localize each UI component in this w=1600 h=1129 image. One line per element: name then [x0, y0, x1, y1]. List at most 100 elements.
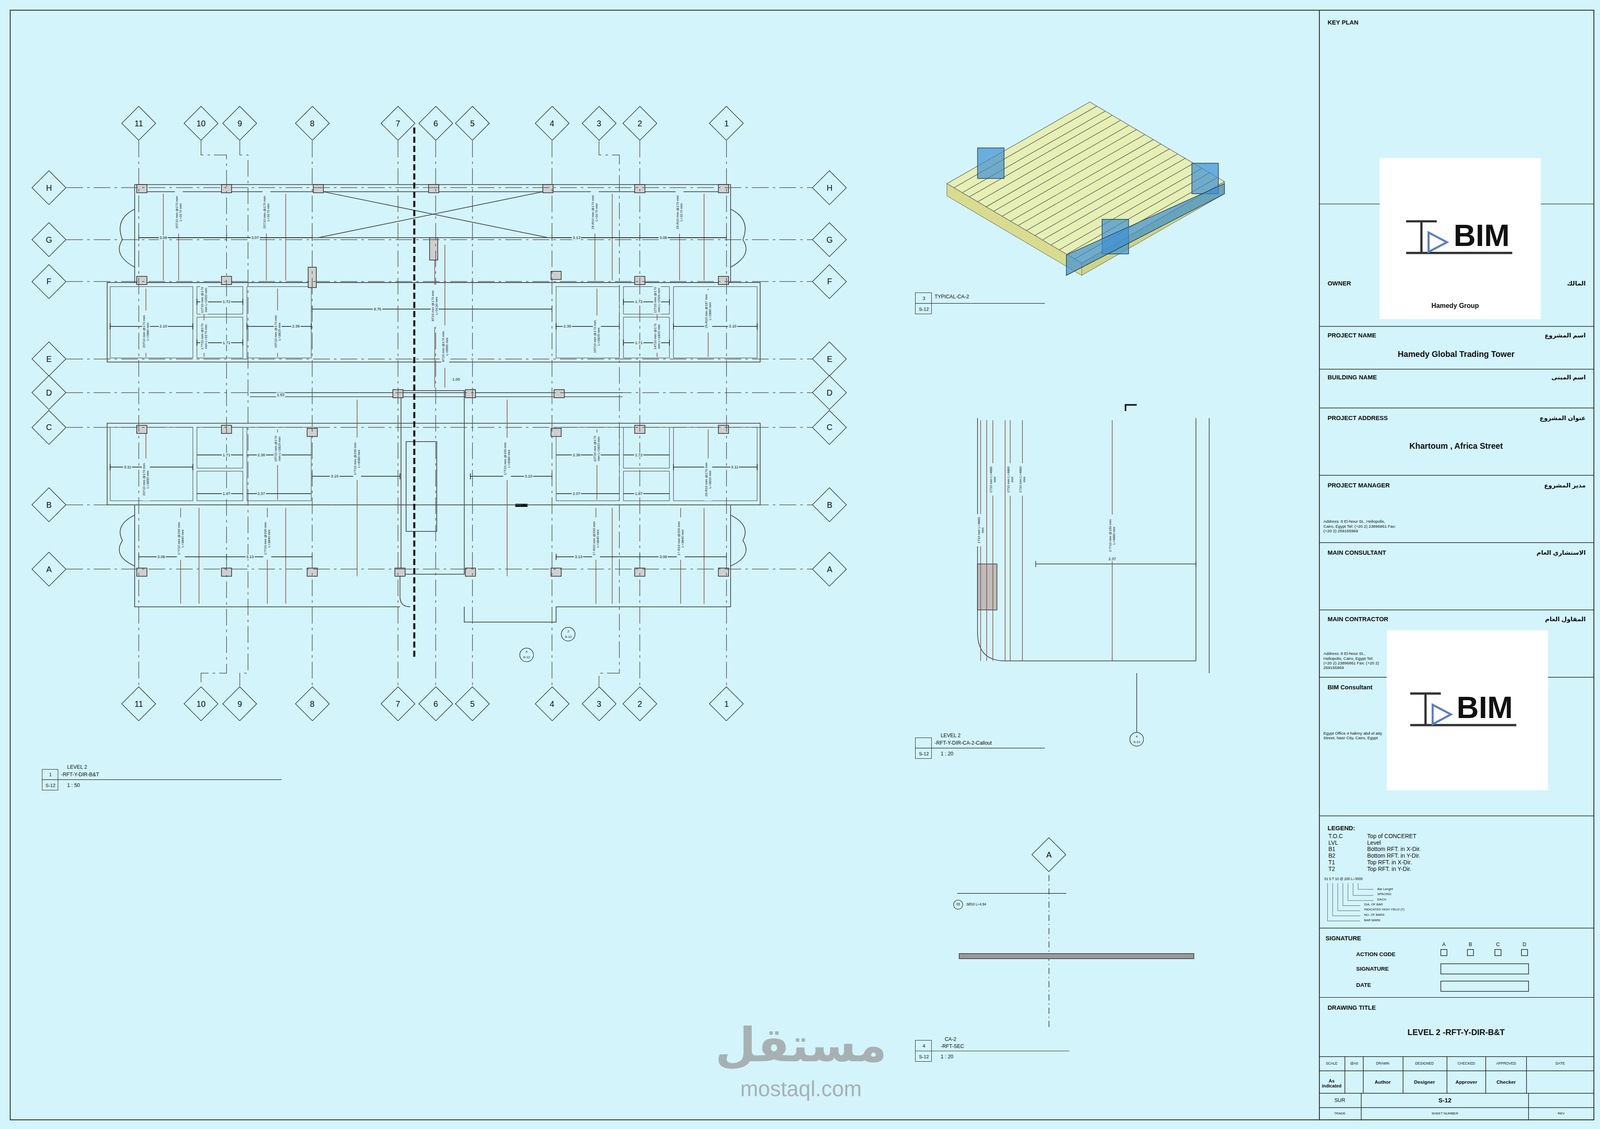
- annotation-holder: 2.36: [562, 324, 572, 329]
- diamond-shape: [121, 106, 156, 141]
- grid-bubble: 5: [455, 105, 490, 141]
- annotation-holder: Author: [1373, 1079, 1392, 1086]
- annotation: DESIGNED: [1414, 1061, 1435, 1066]
- annotation-holder: 3.10: [728, 324, 738, 329]
- annotation: SPACING: [1376, 892, 1393, 897]
- grid-bubble-text-holder: D: [826, 388, 833, 398]
- annotation-holder: CHECKED: [1456, 1061, 1476, 1066]
- diamond-shape: [812, 552, 847, 587]
- annotation-holder: Bottom RFT. in X-Dir.: [1366, 846, 1422, 854]
- annotation: S-12: [1437, 1097, 1453, 1105]
- annotation-holder: 3.13: [573, 554, 584, 560]
- annotation: 1.87: [634, 491, 644, 497]
- rebar-label: 25-R10 mm @170 mm L=3170 mm: [590, 190, 599, 234]
- callout-bubble: 4S-12: [1129, 732, 1144, 747]
- annotation: 8.75: [372, 306, 382, 312]
- annotation-holder: 2.37: [256, 491, 266, 497]
- view-tag-text-holder: 1: [49, 772, 52, 778]
- diamond-shape: [812, 342, 847, 377]
- grid-bubble: 11: [121, 105, 156, 141]
- annotation-holder: LEVEL 2: [939, 732, 962, 739]
- title-field-text: عنوان المشروع: [1539, 414, 1586, 422]
- grid-bubble-text-holder: D: [46, 388, 52, 398]
- annotation-holder: TRADE: [1333, 1112, 1347, 1116]
- annotation: 2.36: [571, 452, 581, 458]
- annotation-holder: 2.36: [571, 452, 581, 458]
- grid-bubble: 9: [222, 686, 257, 722]
- rebar-label: 1T10 mm L=4880 mm: [1006, 463, 1015, 496]
- grid-bubble: A: [31, 551, 67, 587]
- annotation: 1.71: [221, 452, 232, 458]
- rebar-label: 8T10 mm @170 mm L=5130 mm: [430, 284, 439, 328]
- annotation-holder: C: [1495, 941, 1501, 948]
- annotation: 2.37: [1107, 556, 1117, 562]
- grid-bubble-text: 10: [196, 118, 206, 129]
- annotation: Top RFT. in Y-Dir.: [1366, 866, 1413, 873]
- rebar-label-holder: 17T10 mm @150 mm L=4880 mm: [1108, 514, 1117, 557]
- grid-line: [201, 140, 227, 687]
- grid-bubble: 6: [418, 686, 453, 722]
- rebar-label: 20T10 mm @170 mm L=3850 mm: [142, 457, 151, 501]
- annotation: T.O.C: [1327, 833, 1344, 840]
- view-tag-text-holder: 3: [922, 295, 926, 302]
- annotation-holder: 3.07: [250, 235, 260, 241]
- grid-bubble: F: [812, 264, 847, 299]
- legend-heading-text-holder: LEGEND:: [1327, 824, 1355, 832]
- annotation: 2.36: [562, 324, 572, 329]
- annotation-holder: 1.72: [634, 452, 644, 458]
- annotation-holder: 3.09: [156, 554, 166, 560]
- logo-text: BIM: [1453, 218, 1510, 254]
- grid-bubble-text: 8: [310, 699, 315, 709]
- title-field-text: PROJECT ADDRESS: [1327, 414, 1388, 422]
- annotation-holder: 1 : 20: [939, 750, 955, 757]
- view-tag-text: 4: [922, 1043, 926, 1049]
- title-field-text: BIM Consultant: [1327, 684, 1373, 692]
- annotation: 2.10: [158, 324, 168, 329]
- grid-bubble-text: B: [46, 500, 52, 510]
- diamond-shape: [32, 264, 67, 299]
- title-field-text: Address: 8 El-Nour St., Heliopolis, Cair…: [1323, 651, 1380, 671]
- annotation: 1.72: [634, 452, 644, 458]
- grid-bubble: H: [31, 170, 67, 205]
- annotation: 1 : 20: [939, 750, 955, 757]
- rebar-label-holder: 1T10 mm L=4880 mm: [1018, 463, 1027, 496]
- grid-line: [66, 358, 813, 360]
- title-field-text-holder: DATE: [1356, 982, 1372, 989]
- annotation: REV: [1556, 1112, 1566, 1116]
- grid-bubble-text-holder: H: [46, 182, 52, 193]
- rebar-label: 10T10 mm @170 mm L=2820 mm: [593, 432, 601, 466]
- grid-bubble-text: D: [826, 388, 833, 398]
- title-field-text-holder: اسم المبنى: [1551, 374, 1586, 382]
- grid-bubble: G: [812, 222, 847, 257]
- legend-heading: LEGEND:: [1319, 816, 1594, 929]
- annotation: 3.13: [573, 554, 584, 560]
- rebar-label: 17T10 mm @170 mm L=3170 mm: [200, 320, 209, 353]
- annotation-holder: 1.63: [275, 392, 286, 397]
- grid-bubble-text-holder: 10: [196, 118, 206, 129]
- annotation-holder: T.O.C: [1327, 833, 1344, 840]
- grid-bubble-text: 2: [637, 699, 643, 709]
- title-field-text-holder: PROJECT ADDRESS: [1327, 414, 1388, 422]
- rebar-label-holder: 20T10 mm @170 mm L=3850 mm: [142, 457, 151, 501]
- rebar-label-holder: 10T10 mm @170 mm L=2820 mm: [593, 432, 601, 466]
- rebar-label-holder: 25-R10 mm @170 mm L=3170 mm: [590, 190, 599, 234]
- title-field-text-holder: الاستشاري العام: [1536, 549, 1586, 557]
- annotation: 1 : 20: [939, 1053, 955, 1060]
- annotation-holder: 1.71: [634, 340, 644, 345]
- title-field: BIM ConsultantEgypt Office 4 hakmy abd e…: [1319, 677, 1594, 817]
- title-field-text-holder: Address: 8 El-Nour St., Heliopolis, Cair…: [1323, 519, 1398, 534]
- title-field-text-holder: ACTION CODE: [1356, 951, 1396, 959]
- annotation: 2.36: [291, 324, 301, 329]
- diamond-shape: [184, 106, 219, 141]
- title-field-text: PROJECT NAME: [1327, 332, 1376, 340]
- annotation: 3.11: [730, 465, 739, 470]
- grid-line: [726, 140, 727, 687]
- annotation: @A0: [1349, 1061, 1359, 1066]
- title-field-text-holder: MAIN CONSULTANT: [1327, 549, 1386, 557]
- annotation: EACH: [1376, 897, 1387, 902]
- rebar-label-holder: 1T10 mm L=4880 mm: [1006, 463, 1015, 496]
- callout-bubble-text: 2: [567, 630, 569, 634]
- grid-bubble: 6: [418, 105, 453, 141]
- annotation-holder: LEVEL 2: [66, 764, 89, 771]
- rebar-label: 20T10 mm @170 mm L=3170 mm: [262, 190, 271, 234]
